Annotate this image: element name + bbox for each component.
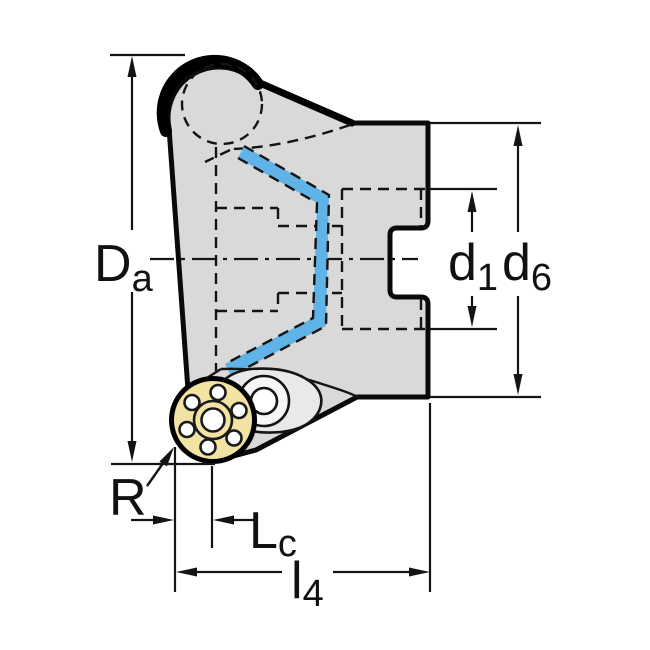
d6-arrow-up: [513, 125, 523, 146]
chip-flute-highlight: [224, 144, 331, 378]
label-l4: l4: [291, 552, 324, 615]
insert-center-hole: [200, 407, 226, 433]
d1-arrow-up: [467, 191, 477, 212]
l4-arrow-left: [176, 567, 197, 577]
d1-arrow-down: [467, 306, 477, 327]
hidden-center-bore: [278, 224, 342, 295]
dimension-l4: [176, 403, 432, 592]
da-arrow-up: [127, 56, 137, 77]
dimension-d1: [429, 187, 497, 331]
insert-hole: [199, 438, 217, 456]
insert-screw-holes: [178, 383, 248, 456]
flute-edge-outer: [230, 144, 331, 378]
label-lc: Lc: [249, 502, 297, 565]
lc-arrow-right: [153, 515, 174, 525]
insert-hole: [178, 420, 196, 439]
insert-hole: [183, 393, 201, 412]
gash-edge: [204, 148, 231, 164]
round-insert: [169, 376, 257, 464]
label-r: R: [109, 469, 147, 527]
dimension-d6: [429, 121, 541, 399]
hidden-rear-bore: [340, 187, 427, 331]
flute-edge-inner: [224, 156, 319, 366]
label-da: Da: [94, 235, 154, 300]
d6-arrow-down: [513, 374, 523, 395]
insert-hole: [225, 429, 243, 447]
top-slant-edge: [249, 76, 356, 127]
label-d6: d6: [502, 234, 552, 299]
insert-hole: [230, 401, 248, 420]
label-d1: d1: [448, 234, 498, 299]
insert-hole: [209, 383, 227, 402]
da-arrow-down: [127, 441, 137, 462]
dimension-r: [146, 447, 174, 487]
l4-arrow-right: [409, 567, 430, 577]
insert-center-ring: [192, 399, 234, 441]
dimension-lc: [131, 447, 255, 592]
lc-arrow-left: [213, 515, 234, 525]
r-leader-arrow: [159, 447, 174, 467]
insert-hidden-circle: [180, 62, 264, 146]
